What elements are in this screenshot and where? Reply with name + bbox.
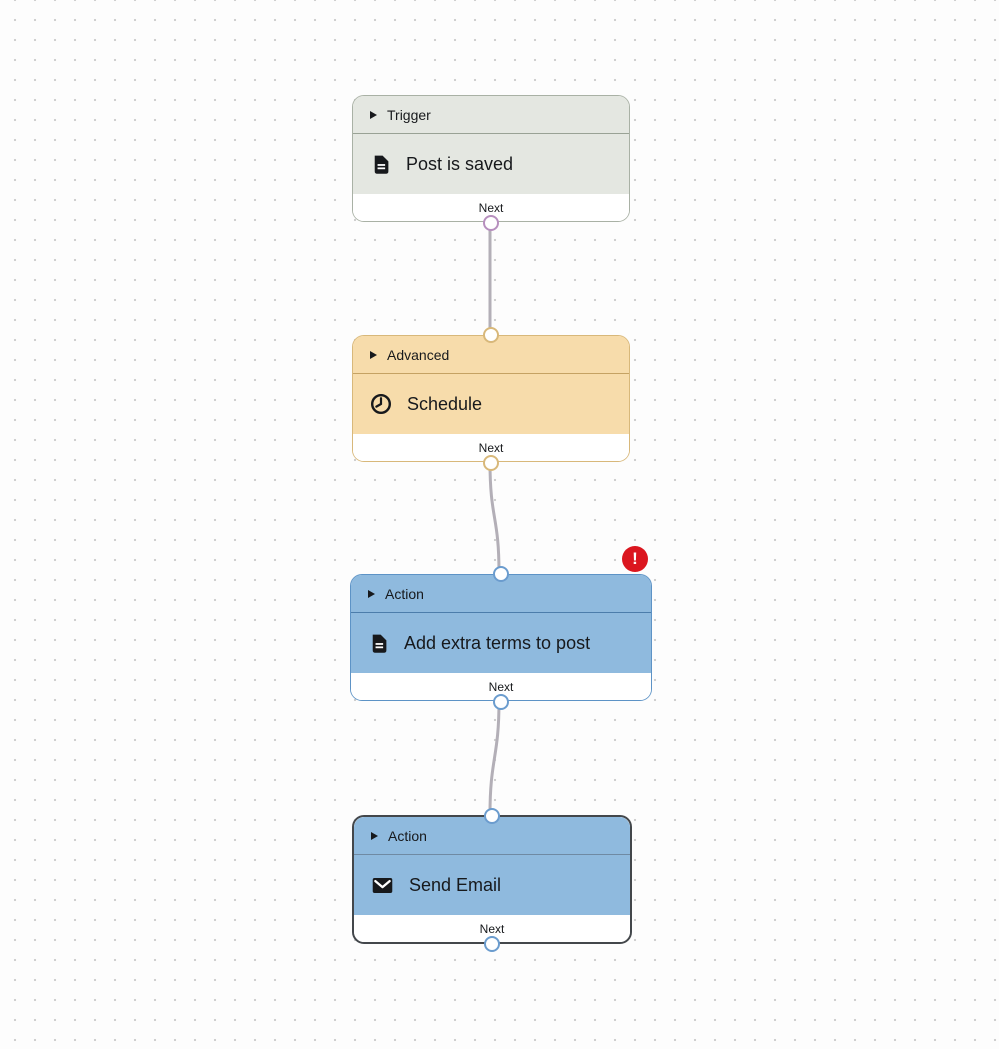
node-body[interactable]: Add extra terms to post bbox=[351, 613, 651, 673]
node-action-add-extra-terms[interactable]: ! Action Add extra terms to post Next bbox=[350, 546, 652, 710]
next-label: Next bbox=[478, 200, 504, 215]
edge-action-to-sendemail[interactable] bbox=[488, 699, 501, 816]
node-header[interactable]: Trigger bbox=[353, 96, 629, 134]
document-icon bbox=[368, 633, 389, 654]
mail-icon bbox=[371, 874, 394, 897]
input-handle[interactable] bbox=[483, 807, 500, 824]
next-label: Next bbox=[488, 679, 514, 694]
collapse-triangle-icon[interactable] bbox=[370, 350, 377, 359]
output-handle[interactable] bbox=[482, 454, 499, 471]
collapse-triangle-icon[interactable] bbox=[371, 831, 378, 840]
node-category-label: Action bbox=[388, 827, 427, 844]
node-category-label: Trigger bbox=[387, 106, 431, 123]
next-label: Next bbox=[478, 440, 504, 455]
node-category-label: Action bbox=[385, 585, 424, 602]
output-handle[interactable] bbox=[492, 693, 509, 710]
output-handle[interactable] bbox=[483, 935, 500, 952]
clock-icon bbox=[370, 393, 392, 415]
document-icon bbox=[370, 154, 391, 175]
node-body[interactable]: Schedule bbox=[353, 374, 629, 434]
node-title: Send Email bbox=[409, 874, 502, 895]
node-title: Add extra terms to post bbox=[404, 632, 591, 653]
node-title: Post is saved bbox=[406, 153, 514, 174]
edge-advanced-to-action[interactable] bbox=[488, 460, 501, 575]
next-label: Next bbox=[479, 921, 505, 936]
node-body[interactable]: Post is saved bbox=[353, 134, 629, 194]
node-trigger-post-is-saved[interactable]: Trigger Post is saved Next bbox=[352, 95, 630, 231]
output-handle[interactable] bbox=[482, 214, 499, 231]
node-advanced-schedule[interactable]: Advanced Schedule Next bbox=[352, 326, 630, 471]
input-handle[interactable] bbox=[482, 326, 499, 343]
collapse-triangle-icon[interactable] bbox=[370, 110, 377, 119]
node-body[interactable]: Send Email bbox=[354, 855, 630, 915]
error-badge[interactable]: ! bbox=[622, 546, 648, 572]
node-action-send-email[interactable]: Action Send Email Next bbox=[352, 807, 632, 952]
node-category-label: Advanced bbox=[387, 346, 450, 363]
input-handle[interactable] bbox=[492, 565, 509, 582]
node-title: Schedule bbox=[407, 393, 483, 414]
collapse-triangle-icon[interactable] bbox=[368, 589, 375, 598]
